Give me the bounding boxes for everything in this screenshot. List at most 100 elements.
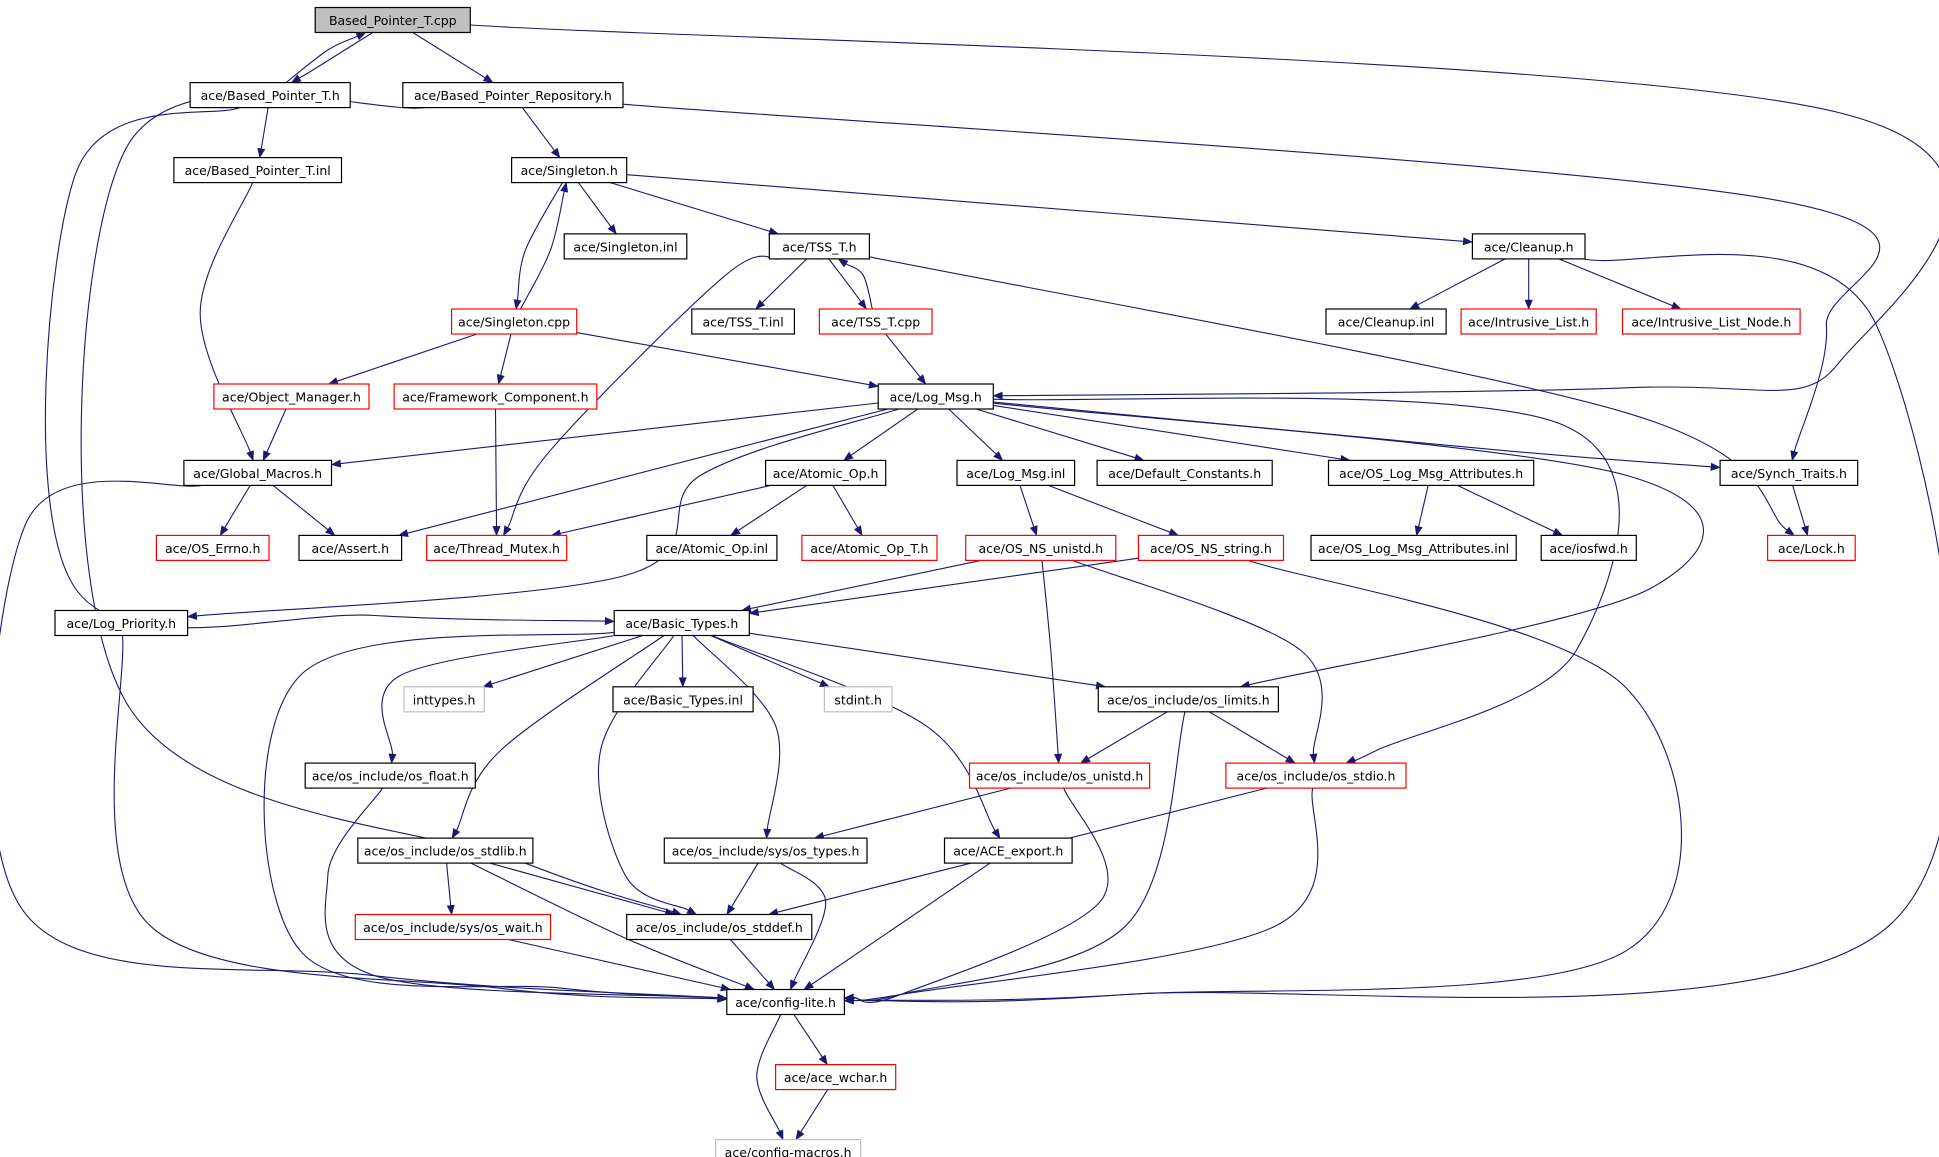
node-singleton-cpp[interactable]: ace/Singleton.cpp: [451, 308, 578, 335]
node-atomic-op-inl[interactable]: ace/Atomic_Op.inl: [646, 534, 778, 562]
node-box[interactable]: [189, 81, 351, 109]
node-box[interactable]: [613, 609, 750, 637]
node-box[interactable]: [965, 534, 1117, 562]
node-box[interactable]: [54, 609, 189, 637]
node-box[interactable]: [1325, 308, 1447, 335]
node-os-limits[interactable]: ace/os_include/os_limits.h: [1097, 686, 1280, 713]
node-box[interactable]: [354, 913, 552, 941]
node-box[interactable]: [304, 762, 476, 789]
node-ace-wchar[interactable]: ace/ace_wchar.h: [774, 1063, 897, 1091]
node-iosfwd[interactable]: ace/iosfwd.h: [1540, 534, 1637, 562]
node-box[interactable]: [402, 81, 624, 109]
node-atomic-op-h[interactable]: ace/Atomic_Op.h: [764, 459, 887, 486]
node-object-manager[interactable]: ace/Object_Manager.h: [213, 383, 370, 410]
node-tss-cpp[interactable]: ace/TSS_T.cpp: [818, 308, 933, 335]
node-sys-os-types[interactable]: ace/os_include/sys/os_types.h: [663, 837, 868, 864]
node-stdint[interactable]: stdint.h: [823, 686, 893, 713]
node-assert[interactable]: ace/Assert.h: [298, 534, 403, 562]
node-box[interactable]: [183, 459, 333, 486]
node-os-stdlib[interactable]: ace/os_include/os_stdlib.h: [357, 837, 534, 864]
node-box[interactable]: [956, 459, 1076, 486]
node-global-macros[interactable]: ace/Global_Macros.h: [183, 459, 333, 486]
node-box[interactable]: [943, 837, 1073, 864]
node-basic-types-h[interactable]: ace/Basic_Types.h: [613, 609, 750, 637]
node-box[interactable]: [768, 233, 870, 260]
node-log-priority[interactable]: ace/Log_Priority.h: [54, 609, 189, 637]
node-box[interactable]: [1310, 534, 1517, 562]
node-os-log-attr-h[interactable]: ace/OS_Log_Msg_Attributes.h: [1327, 459, 1535, 486]
node-box[interactable]: [968, 762, 1151, 789]
node-box[interactable]: [314, 6, 471, 34]
node-intrusive-node[interactable]: ace/Intrusive_List_Node.h: [1621, 308, 1801, 335]
node-cleanup-h[interactable]: ace/Cleanup.h: [1471, 233, 1586, 260]
node-bpr-h[interactable]: ace/Based_Pointer_Repository.h: [402, 81, 624, 109]
node-box[interactable]: [626, 913, 813, 941]
node-box[interactable]: [155, 534, 270, 562]
node-singleton-inl[interactable]: ace/Singleton.inl: [563, 233, 688, 260]
node-box[interactable]: [213, 383, 370, 410]
node-box[interactable]: [563, 233, 688, 260]
node-box[interactable]: [1460, 308, 1597, 335]
node-box[interactable]: [511, 157, 628, 184]
node-ace-export[interactable]: ace/ACE_export.h: [943, 837, 1073, 864]
node-box[interactable]: [818, 308, 933, 335]
node-intrusive-list[interactable]: ace/Intrusive_List.h: [1460, 308, 1597, 335]
node-os-errno[interactable]: ace/OS_Errno.h: [155, 534, 270, 562]
node-cleanup-inl[interactable]: ace/Cleanup.inl: [1325, 308, 1447, 335]
node-bpt-inl[interactable]: ace/Based_Pointer_T.inl: [173, 157, 343, 184]
node-tss-inl[interactable]: ace/TSS_T.inl: [691, 308, 795, 335]
node-root[interactable]: Based_Pointer_T.cpp: [314, 6, 471, 34]
node-box[interactable]: [612, 686, 754, 713]
node-default-constants[interactable]: ace/Default_Constants.h: [1096, 459, 1273, 486]
node-box[interactable]: [714, 1138, 862, 1157]
node-box[interactable]: [393, 383, 598, 410]
node-os-unistd[interactable]: ace/os_include/os_unistd.h: [968, 762, 1151, 789]
node-os-ns-unistd[interactable]: ace/OS_NS_unistd.h: [965, 534, 1117, 562]
node-box[interactable]: [357, 837, 534, 864]
node-sys-os-wait[interactable]: ace/os_include/sys/os_wait.h: [354, 913, 552, 941]
node-box[interactable]: [451, 308, 578, 335]
node-thread-mutex[interactable]: ace/Thread_Mutex.h: [426, 534, 568, 562]
node-box[interactable]: [1621, 308, 1801, 335]
node-synch-traits[interactable]: ace/Synch_Traits.h: [1719, 459, 1859, 486]
node-os-log-attr-inl[interactable]: ace/OS_Log_Msg_Attributes.inl: [1310, 534, 1517, 562]
node-os-stddef[interactable]: ace/os_include/os_stddef.h: [626, 913, 813, 941]
node-box[interactable]: [1540, 534, 1637, 562]
node-singleton-h[interactable]: ace/Singleton.h: [511, 157, 628, 184]
node-config-macros[interactable]: ace/config-macros.h: [714, 1138, 862, 1157]
node-atomic-op-t[interactable]: ace/Atomic_Op_T.h: [801, 534, 938, 562]
node-config-lite[interactable]: ace/config-lite.h: [726, 988, 845, 1016]
node-os-ns-string[interactable]: ace/OS_NS_string.h: [1137, 534, 1285, 562]
node-box[interactable]: [403, 686, 485, 713]
node-box[interactable]: [1137, 534, 1285, 562]
node-box[interactable]: [1471, 233, 1586, 260]
node-tss-h[interactable]: ace/TSS_T.h: [768, 233, 870, 260]
node-box[interactable]: [298, 534, 403, 562]
node-box[interactable]: [426, 534, 568, 562]
node-box[interactable]: [646, 534, 778, 562]
node-box[interactable]: [663, 837, 868, 864]
node-box[interactable]: [774, 1063, 897, 1091]
node-box[interactable]: [1719, 459, 1859, 486]
node-bpt-h[interactable]: ace/Based_Pointer_T.h: [189, 81, 351, 109]
node-os-stdio[interactable]: ace/os_include/os_stdio.h: [1225, 762, 1407, 789]
node-log-msg-inl[interactable]: ace/Log_Msg.inl: [956, 459, 1076, 486]
node-box[interactable]: [173, 157, 343, 184]
node-box[interactable]: [1327, 459, 1535, 486]
node-box[interactable]: [1766, 534, 1856, 562]
node-box[interactable]: [1097, 686, 1280, 713]
node-lock-h[interactable]: ace/Lock.h: [1766, 534, 1856, 562]
node-box[interactable]: [877, 383, 994, 410]
node-basic-types-inl[interactable]: ace/Basic_Types.inl: [612, 686, 754, 713]
node-os-float[interactable]: ace/os_include/os_float.h: [304, 762, 476, 789]
node-inttypes[interactable]: inttypes.h: [403, 686, 485, 713]
node-box[interactable]: [1096, 459, 1273, 486]
node-box[interactable]: [764, 459, 887, 486]
node-box[interactable]: [726, 988, 845, 1016]
node-framework[interactable]: ace/Framework_Component.h: [393, 383, 598, 410]
node-box[interactable]: [1225, 762, 1407, 789]
node-box[interactable]: [691, 308, 795, 335]
node-box[interactable]: [801, 534, 938, 562]
node-log-msg-h[interactable]: ace/Log_Msg.h: [877, 383, 994, 410]
node-box[interactable]: [823, 686, 893, 713]
